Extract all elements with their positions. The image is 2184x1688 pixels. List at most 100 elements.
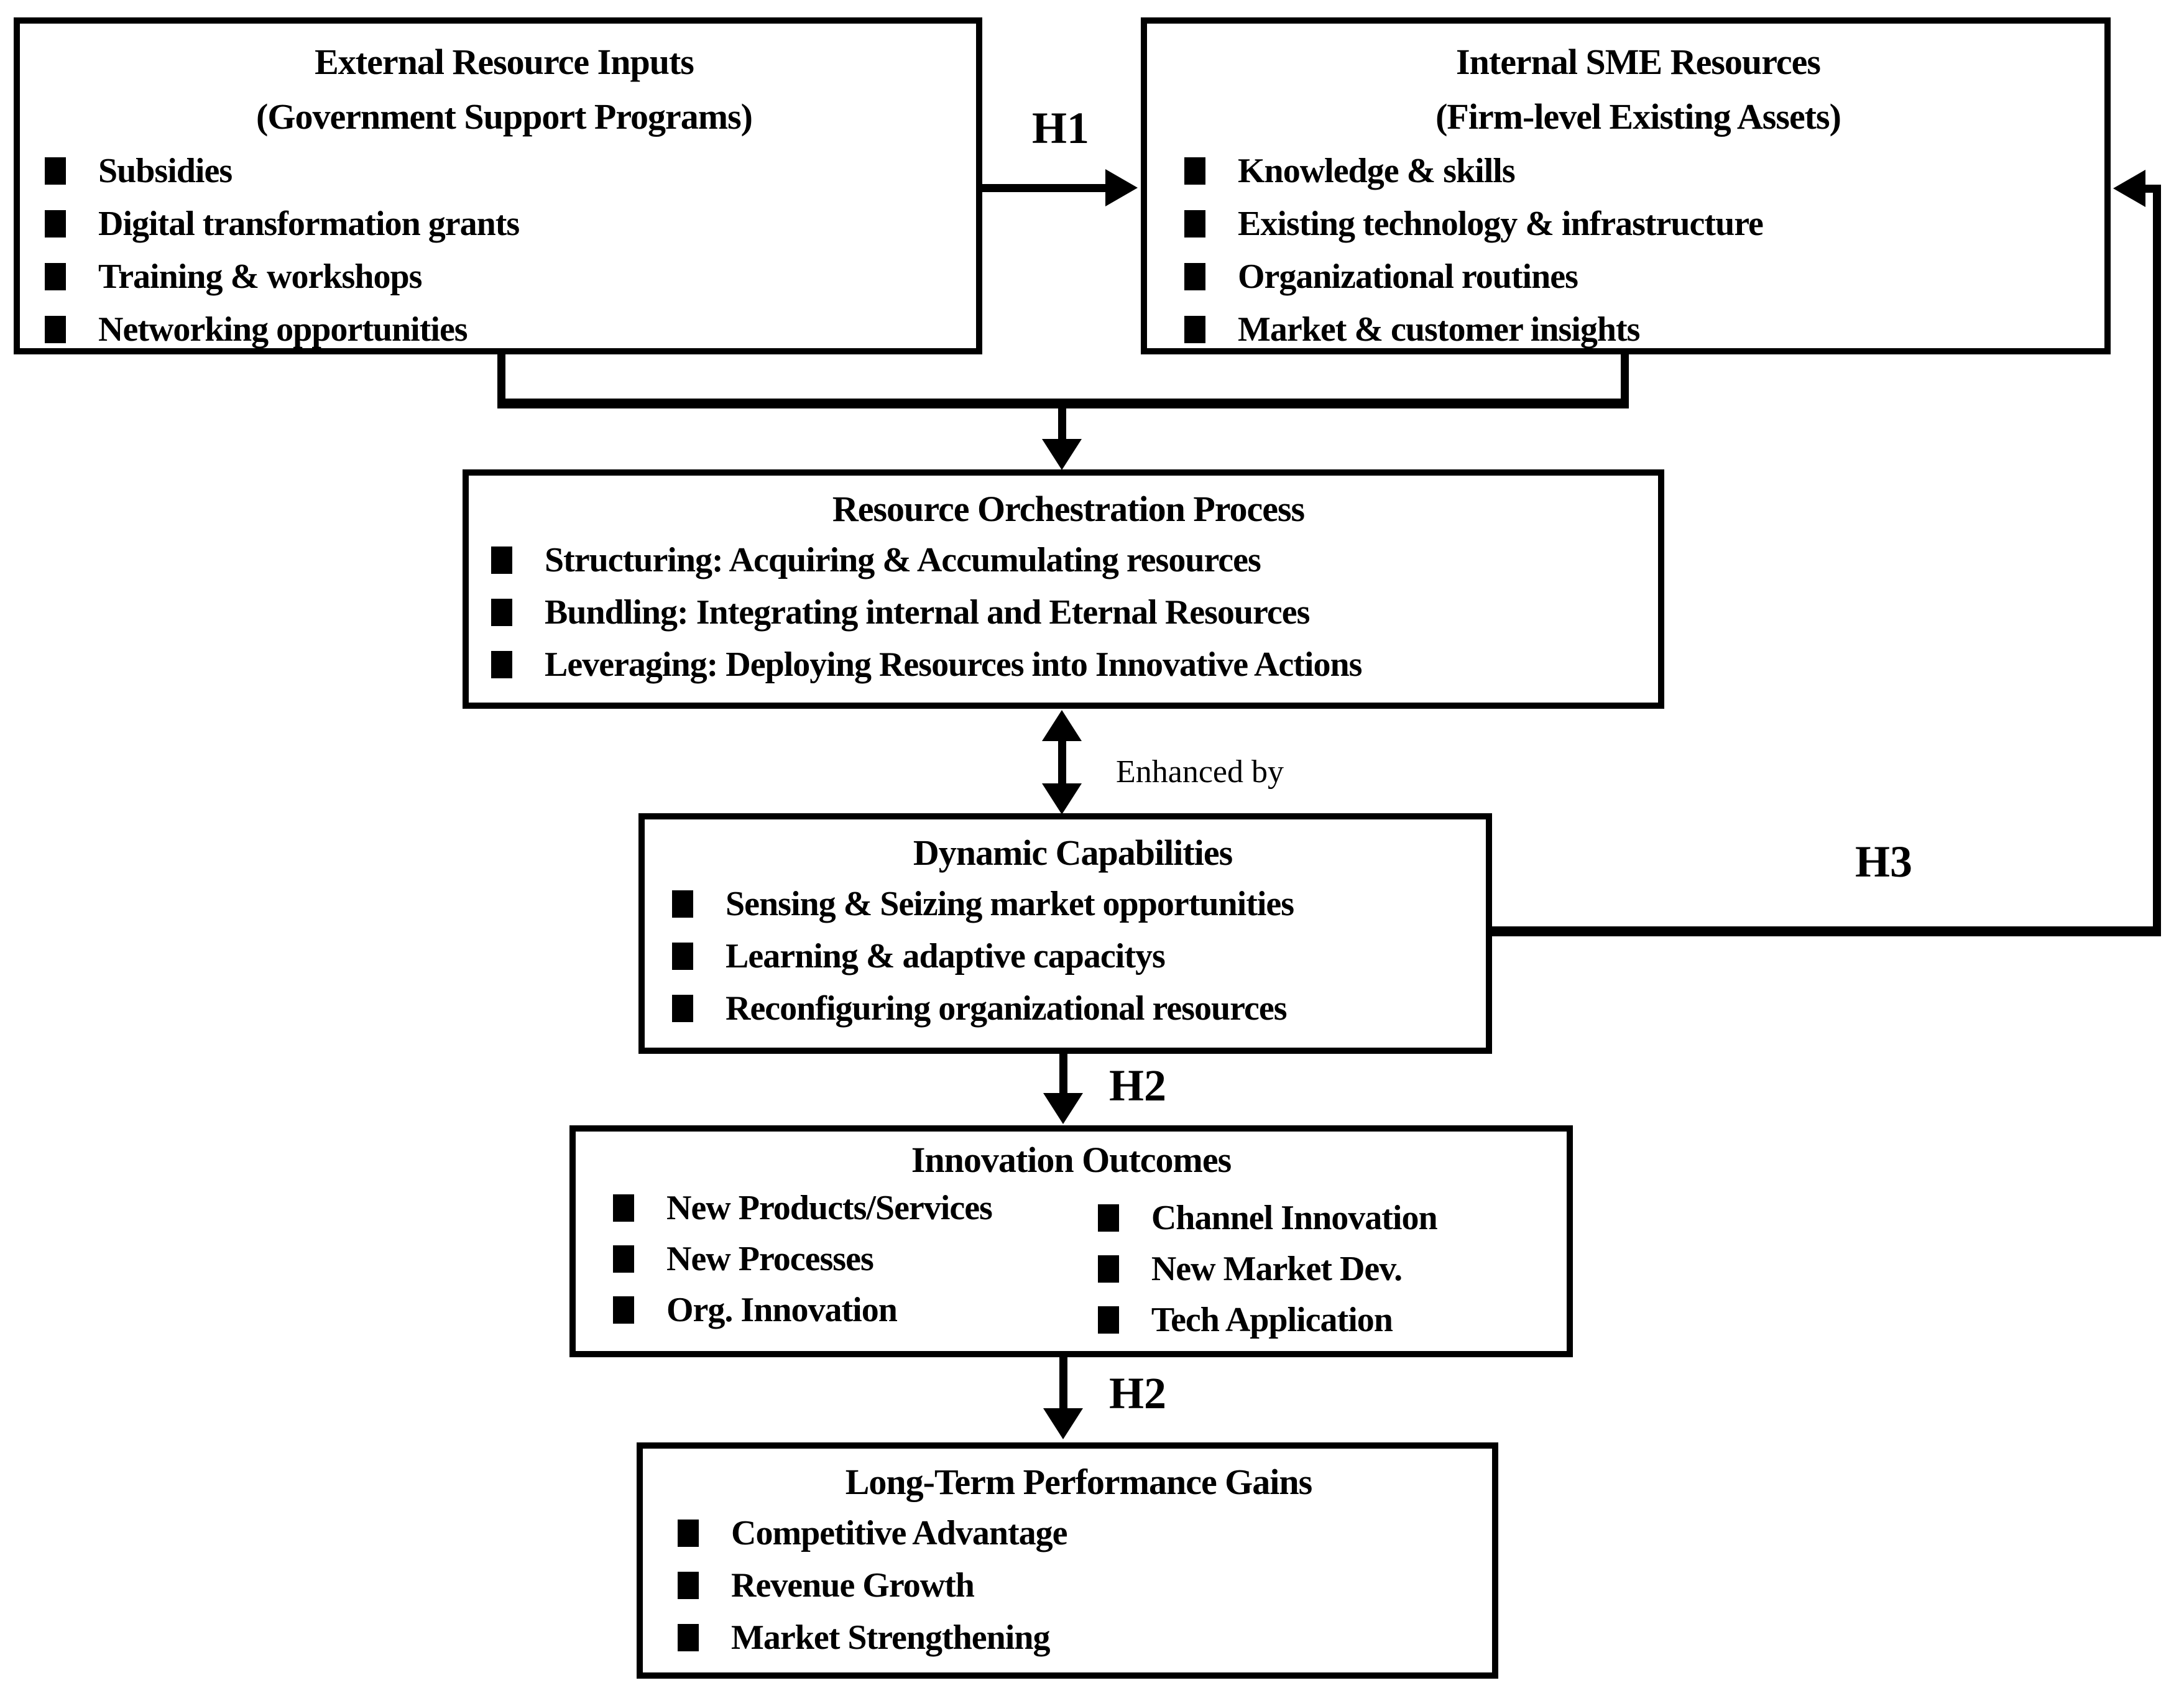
list-item: Market & customer insights <box>1184 303 2092 356</box>
double-arrow-down-head-icon <box>1042 783 1082 814</box>
h1-label: H1 <box>1031 103 1089 153</box>
list-item: Org. Innovation <box>613 1284 992 1335</box>
list-item: Bundling: Integrating internal and Etern… <box>491 586 1646 639</box>
h1-arrow <box>982 184 1109 192</box>
h2-lower-label: H2 <box>1108 1368 1166 1418</box>
h1-arrowhead-icon <box>1105 169 1138 206</box>
innovation-box-title: Innovation Outcomes <box>911 1140 1232 1180</box>
h2-lower-arrow-shaft <box>1059 1357 1067 1411</box>
list-item-label: Org. Innovation <box>666 1291 898 1329</box>
bullet-square-icon <box>678 1624 699 1651</box>
box-dynamic-capabilities: Dynamic Capabilities Sensing & Seizing m… <box>638 813 1492 1054</box>
list-item-label: Market Strengthening <box>731 1618 1050 1657</box>
h3-label: H3 <box>1855 837 1912 887</box>
orchestration-box-title: Resource Orchestration Process <box>832 489 1305 529</box>
double-arrow-up-head-icon <box>1042 710 1082 741</box>
h2-lower-arrowhead-icon <box>1043 1408 1083 1439</box>
connector-horizontal-bar <box>497 399 1629 408</box>
list-item-label: Sensing & Seizing market opportunities <box>726 885 1294 923</box>
list-item: New Products/Services <box>613 1183 993 1234</box>
list-item-label: Competitive Advantage <box>731 1514 1068 1552</box>
connector-arrowhead-icon <box>1042 439 1082 470</box>
bullet-square-icon <box>1184 157 1205 185</box>
list-item: Learning & adaptive capacitys <box>672 930 1473 982</box>
list-item-label: Revenue Growth <box>731 1566 975 1605</box>
feedback-line-vertical <box>2153 185 2161 936</box>
list-item: Channel Innovation <box>1097 1192 1438 1243</box>
bullet-square-icon <box>45 210 66 238</box>
list-item: Leveraging: Deploying Resources into Inn… <box>491 639 1646 691</box>
enhanced-by-label: Enhanced by <box>1116 754 1284 790</box>
connector-arrow-shaft <box>1058 407 1066 443</box>
bullet-square-icon <box>672 890 693 918</box>
list-item: Subsidies <box>45 144 964 197</box>
bullet-square-icon <box>678 1572 699 1599</box>
external-box-title-line1: External Resource Inputs <box>315 42 694 82</box>
list-item: Networking opportunities <box>45 303 964 356</box>
dynamic-box-title: Dynamic Capabilities <box>913 832 1233 873</box>
box-resource-orchestration-process: Resource Orchestration Process Structuri… <box>463 469 1664 709</box>
h3-line <box>1492 926 2161 936</box>
bullet-square-icon <box>1097 1204 1119 1232</box>
innovation-right-column: Channel Innovation New Market Dev. Tech … <box>1097 1192 1438 1345</box>
bullet-square-icon <box>678 1520 699 1547</box>
bullet-square-icon <box>1097 1255 1119 1283</box>
bullet-square-icon <box>491 599 512 626</box>
connector-drop-right <box>1621 354 1629 407</box>
box-external-resource-inputs: External Resource Inputs (Government Sup… <box>14 17 982 354</box>
bullet-square-icon <box>672 995 693 1022</box>
box-long-term-performance-gains: Long-Term Performance Gains Competitive … <box>637 1442 1498 1679</box>
list-item: Sensing & Seizing market opportunities <box>672 878 1473 930</box>
list-item-label: Market & customer insights <box>1238 310 1640 349</box>
internal-box-title-line1: Internal SME Resources <box>1456 42 1821 82</box>
list-item-label: Existing technology & infrastructure <box>1238 204 1764 243</box>
list-item: Revenue Growth <box>678 1559 1480 1612</box>
bullet-square-icon <box>613 1245 634 1273</box>
list-item-label: Learning & adaptive capacitys <box>726 937 1166 975</box>
bullet-square-icon <box>1184 262 1205 290</box>
list-item-label: Organizational routines <box>1238 257 1578 296</box>
list-item-label: New Processes <box>666 1240 874 1278</box>
feedback-arrowhead-icon <box>2113 170 2145 207</box>
bullet-square-icon <box>45 157 66 185</box>
h2-upper-arrowhead-icon <box>1043 1093 1083 1124</box>
bullet-square-icon <box>45 262 66 290</box>
box-innovation-outcomes: Innovation Outcomes New Products/Service… <box>569 1125 1573 1357</box>
list-item: New Market Dev. <box>1097 1243 1437 1294</box>
bullet-square-icon <box>613 1296 634 1324</box>
list-item-label: New Products/Services <box>666 1189 993 1227</box>
external-box-title-line2: (Government Support Programs) <box>256 96 753 137</box>
list-item-label: New Market Dev. <box>1151 1250 1403 1288</box>
list-item: Existing technology & infrastructure <box>1184 197 2092 250</box>
h2-upper-label: H2 <box>1108 1061 1166 1110</box>
list-item-label: Channel Innovation <box>1151 1199 1438 1237</box>
box-internal-sme-resources: Internal SME Resources (Firm-level Exist… <box>1141 17 2111 354</box>
internal-box-title-line2: (Firm-level Existing Assets) <box>1435 96 1841 137</box>
list-item-label: Tech Application <box>1151 1301 1393 1339</box>
bullet-square-icon <box>613 1194 634 1222</box>
list-item-label: Training & workshops <box>98 257 422 296</box>
h2-upper-arrow-shaft <box>1059 1054 1067 1096</box>
bullet-square-icon <box>1097 1306 1119 1334</box>
double-arrow-shaft <box>1058 737 1066 788</box>
list-item-label: Knowledge & skills <box>1238 151 1516 190</box>
list-item-label: Digital transformation grants <box>98 204 520 243</box>
list-item: Digital transformation grants <box>45 197 964 250</box>
connector-drop-left <box>497 354 505 407</box>
list-item-label: Bundling: Integrating internal and Etern… <box>545 593 1310 632</box>
list-item-label: Networking opportunities <box>98 310 468 349</box>
list-item-label: Reconfiguring organizational resources <box>726 989 1288 1028</box>
bullet-square-icon <box>1184 210 1205 238</box>
bullet-square-icon <box>672 943 693 970</box>
bullet-square-icon <box>491 651 512 678</box>
list-item: Market Strengthening <box>678 1612 1480 1664</box>
list-item: Organizational routines <box>1184 250 2092 303</box>
list-item: Tech Application <box>1097 1294 1437 1345</box>
list-item: Training & workshops <box>45 250 964 303</box>
list-item: New Processes <box>613 1234 992 1284</box>
list-item: Structuring: Acquiring & Accumulating re… <box>491 534 1646 586</box>
list-item: Reconfiguring organizational resources <box>672 982 1473 1035</box>
list-item: Competitive Advantage <box>678 1507 1480 1559</box>
list-item-label: Subsidies <box>98 151 233 190</box>
